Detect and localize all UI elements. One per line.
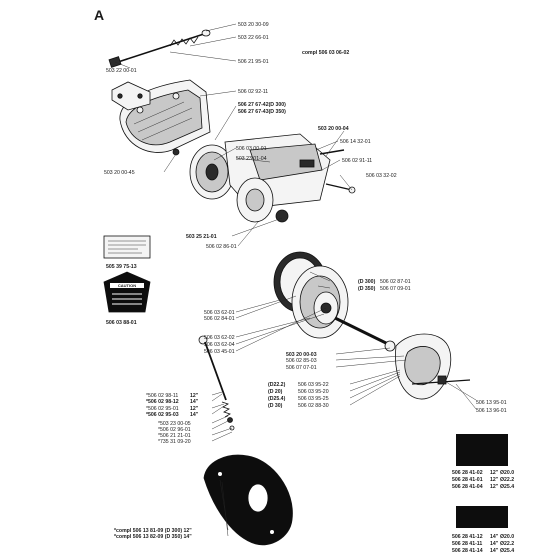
long-bolt-assembly: [108, 29, 211, 68]
label-506-28-41-12-size: 14": [490, 534, 499, 540]
tension-rod-assembly: [198, 335, 235, 431]
part-number-labels: 503 20 30-09 503 22 66-01 506 21 95-01 5…: [104, 22, 514, 554]
label-506-28-41-01-size: 12": [490, 477, 499, 483]
label-506-03-95-20: 506 03 95-20: [298, 389, 329, 395]
label-506-28-41-14: 506 28 41-14: [452, 548, 483, 554]
decal-plate-14in: [456, 506, 508, 528]
caution-text: CAUTION: [118, 283, 136, 288]
label-506-02-98-11: *506 02 98-11: [146, 393, 178, 399]
label-506-02-88-30: 506 02 88-30: [298, 403, 329, 409]
label-506-02-84-01: 506 02 84-01: [204, 316, 235, 322]
label-503-23-01-04: 503 23 01-04: [236, 156, 267, 162]
caution-decal: CAUTION: [103, 271, 151, 313]
leader-lines: [114, 23, 477, 537]
decal-plate-12in: [456, 434, 508, 466]
label-506-07-09-01: 506 07 09-01: [380, 286, 411, 292]
label-506-28-41-02-size: 12": [490, 470, 499, 476]
label-compl-506-03-06-02: compl 506 03 06-02: [302, 50, 349, 56]
label-503-23-00-05: *503 23 00-05: [158, 421, 191, 427]
label-505-39-75-13: 505 39 75-13: [106, 264, 137, 270]
label-506-28-41-02: 506 28 41-02: [452, 470, 483, 476]
label-506-28-41-01-bore: Ø22.2: [500, 477, 514, 483]
label-506-02-98-12: *506 02 98-12: [146, 399, 179, 405]
belt-pulley-assembly: [273, 251, 411, 360]
label-506-28-41-11-bore: Ø22.2: [500, 541, 514, 547]
label-506-03-88-01: 506 03 88-01: [106, 320, 137, 326]
clutch-drum-assembly: [189, 133, 356, 223]
label-compl-506-13-82-09: *compl 506 13 82-09 (D 350) 14": [114, 534, 192, 540]
label-506-21-21-01: *506 21 21-01: [158, 433, 191, 439]
filter-cover-housing: [111, 79, 211, 156]
label-506-02-98-12-size: 14": [190, 399, 199, 405]
label-506-02-96-01: *506 02 96-01: [158, 427, 191, 433]
label-506-03-62-04: 506 03 62-04: [204, 342, 235, 348]
label-506-02-95-01: *506 02 95-01: [146, 406, 179, 412]
label-506-28-41-01: 506 28 41-01: [452, 477, 483, 483]
label-d350: (D 350): [358, 286, 376, 292]
label-506-28-41-11: 506 28 41-11: [452, 541, 482, 547]
label-503-20-00-04: 503 20 00-04: [318, 126, 349, 132]
label-506-02-92-11: 506 02 92-11: [238, 89, 268, 95]
label-506-03-32-02: 506 03 32-02: [366, 173, 397, 179]
label-506-02-95-03: *506 02 95-03: [146, 412, 179, 418]
warning-decal-label: [103, 235, 151, 259]
label-d300: (D 300): [358, 279, 376, 285]
label-506-21-95-01: 506 21 95-01: [238, 59, 269, 65]
label-503-22-00-01: 503 22 00-01: [106, 68, 137, 74]
label-506-28-41-02-bore: Ø20.0: [500, 470, 514, 476]
label-506-02-87-01: 506 02 87-01: [380, 279, 411, 285]
label-d25-4: (D25.4): [268, 396, 286, 402]
label-506-03-62-02: 506 03 62-02: [204, 335, 235, 341]
label-506-28-41-04-size: 12": [490, 484, 499, 490]
label-506-03-00-01: 506 03 00-01: [236, 146, 267, 152]
label-d30: (D 30): [268, 403, 283, 409]
label-503-20-00-45: 503 20 00-45: [104, 170, 135, 176]
blade-guard-cover: [203, 454, 293, 546]
label-503-20-00-03: 503 20 00-03: [286, 352, 317, 358]
label-506-03-95-25: 506 03 95-25: [298, 396, 329, 402]
section-letter: A: [94, 7, 104, 23]
label-735-31-09-20: *735 31 09-20: [158, 439, 191, 445]
label-506-14-32-01: 506 14 32-01: [340, 139, 371, 145]
label-506-02-85-03: 506 02 85-03: [286, 358, 317, 364]
label-506-02-91-11: 506 02 91-11: [342, 158, 372, 164]
label-506-02-95-01-size: 12": [190, 406, 199, 412]
label-506-28-41-12-bore: Ø20.0: [500, 534, 514, 540]
label-506-28-41-11-size: 14": [490, 541, 499, 547]
label-d20: (D 20): [268, 389, 283, 395]
label-506-03-62-01: 506 03 62-01: [204, 310, 235, 316]
label-506-07-07-01: 506 07 07-01: [286, 365, 317, 371]
label-506-13-95-01: 506 13 95-01: [476, 400, 507, 406]
label-503-25-21-01: 503 25 21-01: [186, 234, 217, 240]
label-503-22-66-01: 503 22 66-01: [238, 35, 269, 41]
label-506-13-96-01: 506 13 96-01: [476, 408, 507, 414]
label-506-03-95-22: 506 03 95-22: [298, 382, 329, 388]
label-compl-506-13-81-09: *compl 506 13 81-09 (D 300) 12": [114, 528, 192, 534]
label-506-28-41-12: 506 28 41-12: [452, 534, 483, 540]
label-503-20-30-09: 503 20 30-09: [238, 22, 269, 28]
label-d22-2: (D22.2): [268, 382, 286, 388]
label-506-02-98-11-size: 12": [190, 393, 199, 399]
label-506-03-45-01: 506 03 45-01: [204, 349, 235, 355]
label-506-28-41-04: 506 28 41-04: [452, 484, 483, 490]
cutting-blade-guard: [395, 333, 471, 400]
label-506-02-95-03-size: 14": [190, 412, 199, 418]
label-506-02-86-01: 506 02 86-01: [206, 244, 237, 250]
label-506-28-41-04-bore: Ø25.4: [500, 484, 514, 490]
label-506-27-67-43: 506 27 67-43(D 350): [238, 109, 286, 115]
label-506-28-41-14-size: 14": [490, 548, 499, 554]
label-506-27-67-42: 506 27 67-42(D 300): [238, 102, 286, 108]
label-506-28-41-14-bore: Ø25.4: [500, 548, 514, 554]
